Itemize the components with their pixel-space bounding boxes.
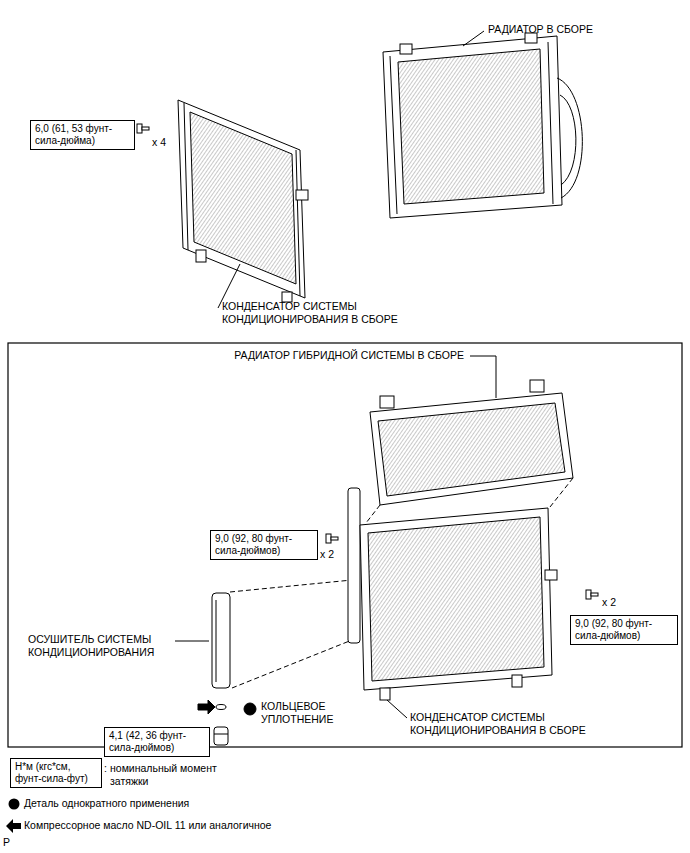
dryer-figure [244,703,256,715]
hybrid-radiator-figure [370,356,573,505]
legend-text: Компрессорное масло ND-OIL 11 или аналог… [24,819,271,831]
torque-value: 4,1 (42, 36 фунт-сила-дюймов) [109,730,205,754]
torque-value: 9,0 (92, 80 фунт-сила-дюймов) [215,533,313,557]
condenser-figure [348,488,557,718]
condenser-figure [380,688,390,700]
legend-symbol [6,819,21,833]
radiator-figure [548,42,553,204]
condenser-figure [184,103,188,250]
bolt-symbol [137,124,149,133]
condenser-figure [296,190,308,200]
radiator-figure [557,78,582,198]
condenser-figure [512,675,522,687]
part-name: КОНДЕНСАТОР СИСТЕМЫ КОНДИЦИОНИРОВАНИЯ В … [410,711,650,737]
torque-box: 9,0 (92, 80 фунт-сила-дюймов) [570,615,678,645]
dryer-figure [214,727,228,745]
dashed-guide [366,505,380,523]
bolt-symbol [586,590,591,599]
condenser-figure [545,570,557,580]
radiator-figure [560,95,576,185]
quantity: x 2 [602,596,616,609]
bolt-symbol [331,537,338,540]
condenser-figure [178,100,308,308]
hybrid-radiator-figure [378,403,565,496]
radiator-figure [398,49,544,204]
dryer-figure [216,600,217,682]
quantity: x 2 [320,548,334,561]
radiator-figure [383,36,562,218]
part-name: ОСУШИТЕЛЬ СИСТЕМЫ КОНДИЦИОНИРОВАНИЯ [28,633,173,659]
torque-box: 4,1 (42, 36 фунт-сила-дюймов) [104,727,210,757]
condenser-figure [296,150,300,296]
condenser-figure [387,700,407,718]
condenser-figure [360,508,552,690]
legend-separator: : [104,762,107,775]
part-name: КОНДЕНСАТОР СИСТЕМЫ КОНДИЦИОНИРОВАНИЯ В … [222,300,422,326]
figure-code: P [3,836,10,849]
dryer-figure [214,734,228,735]
dryer-figure [175,641,209,642]
dashed-guide [550,478,573,507]
condenser-figure [368,517,544,681]
legend-symbol [6,799,21,834]
bolt-symbol [586,590,598,599]
condenser-figure [190,112,296,284]
condenser-figure [178,100,305,298]
hybrid-radiator-figure [380,396,394,408]
radiator-figure [383,31,582,218]
torque-value: 6,0 (61, 53 фунт-сила-дюйма) [35,123,130,147]
torque-value: 9,0 (92, 80 фунт-сила-дюймов) [575,618,673,642]
legend-item: Деталь однократного применения [24,797,424,810]
legend-symbol [9,799,20,810]
dryer-figure [212,593,230,688]
dashed-guide [232,640,352,688]
hybrid-radiator-figure [370,393,573,505]
bolt-symbol [326,534,338,543]
legend-item: Компрессорное масло ND-OIL 11 или аналог… [24,819,444,832]
legend-text: номинальный момент затяжки [110,762,217,787]
bolt-symbol [137,124,142,133]
torque-box: 6,0 (61, 53 фунт-сила-дюйма) [30,120,135,150]
radiator-figure [400,44,412,54]
quantity: x 4 [152,136,166,149]
part-name: РАДИАТОР ГИБРИДНОЙ СИСТЕМЫ В СБОРЕ [234,349,464,362]
frame-rect [8,343,682,747]
dashed-guide [230,478,573,688]
dryer-figure [175,593,256,745]
legend-item: номинальный момент затяжки [110,762,220,788]
radiator-figure [390,56,397,214]
radiator-figure [463,31,484,46]
condenser-figure [196,250,206,262]
part-name: КОЛЬЦЕВОЕ УПЛОТНЕНИЕ [261,700,381,726]
legend-text: Деталь однократного применения [24,797,189,809]
bolt-symbol [326,534,331,543]
condenser-figure [348,488,360,643]
hybrid-radiator-figure [530,380,544,392]
frame [8,343,682,747]
torque-box: Н*м (кгс*см, фунт-сила-фут) [10,758,102,788]
dryer-figure [216,705,226,710]
bolt-symbol [591,593,598,596]
dryer-figure [198,700,215,714]
part-name: РАДИАТОР В СБОРЕ [488,23,593,36]
torque-value: Н*м (кгс*см, фунт-сила-фут) [15,761,97,785]
torque-box: 9,0 (92, 80 фунт-сила-дюймов) [210,530,318,560]
dashed-guide [230,580,352,592]
hybrid-radiator-figure [470,356,496,398]
bolt-symbol [142,127,149,130]
